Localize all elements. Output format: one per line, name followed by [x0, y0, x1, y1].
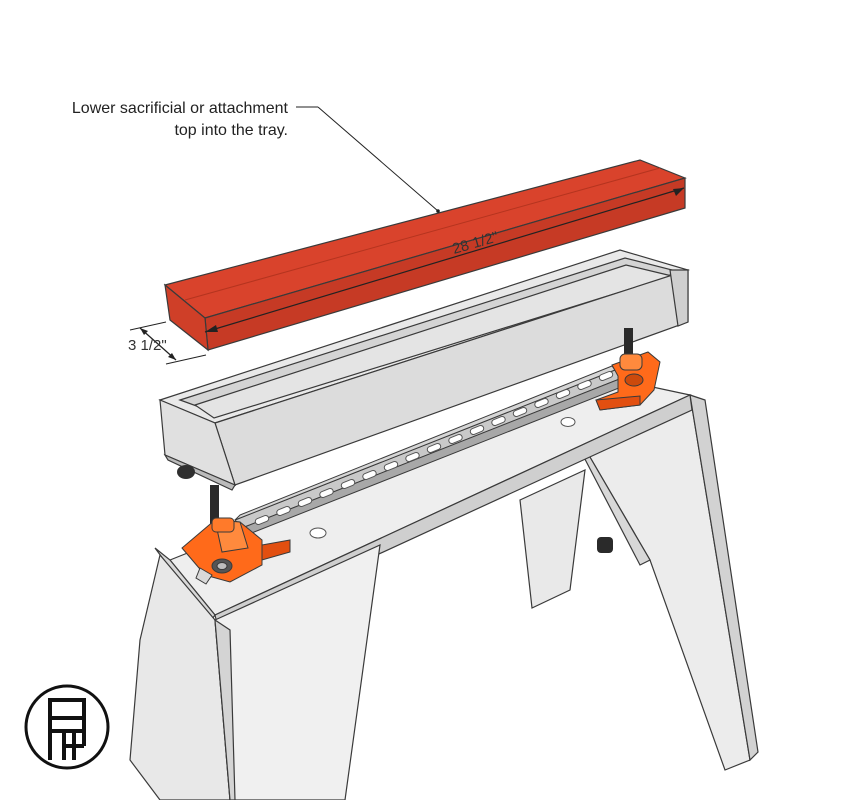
rail-slot	[448, 434, 463, 444]
clamp-left	[181, 517, 291, 585]
rail-slot	[555, 389, 571, 399]
rail-slots	[254, 371, 614, 525]
rail-slot	[491, 416, 506, 426]
callout-line-1: Lower sacrificial or attachment	[71, 100, 288, 117]
rail-slot	[426, 443, 442, 453]
rail-slot	[469, 425, 485, 435]
clamp-right	[595, 351, 661, 411]
rail-slot	[319, 488, 334, 498]
sacrificial-top-board	[163, 159, 687, 352]
callout-line-2: top into the tray.	[174, 122, 288, 139]
plate-holes	[309, 417, 576, 539]
rail-slot	[276, 506, 291, 516]
rail-slot	[362, 470, 377, 480]
rail-slot	[254, 515, 270, 525]
tray	[158, 249, 691, 491]
rail-slot	[534, 398, 549, 408]
width-dimension-label: 3 1/2"	[128, 337, 167, 354]
width-dimension: 3 1/2"	[128, 321, 207, 365]
threaded-studs	[177, 328, 633, 525]
rail-slot	[512, 407, 528, 417]
pca-logo	[24, 684, 110, 770]
sawhorse-back-legs	[519, 394, 759, 771]
rail-slot	[405, 452, 420, 462]
callout-leader	[296, 106, 440, 213]
rail-slot	[297, 497, 313, 507]
rail-slot	[598, 371, 614, 381]
rail-slot	[577, 380, 592, 390]
rail-slot	[340, 479, 356, 489]
rubber-stop	[597, 537, 613, 553]
sawhorse-front-left-leg	[129, 544, 381, 800]
callout-text: Lower sacrificial or attachment top into…	[20, 98, 288, 142]
rail-slot	[383, 461, 399, 471]
